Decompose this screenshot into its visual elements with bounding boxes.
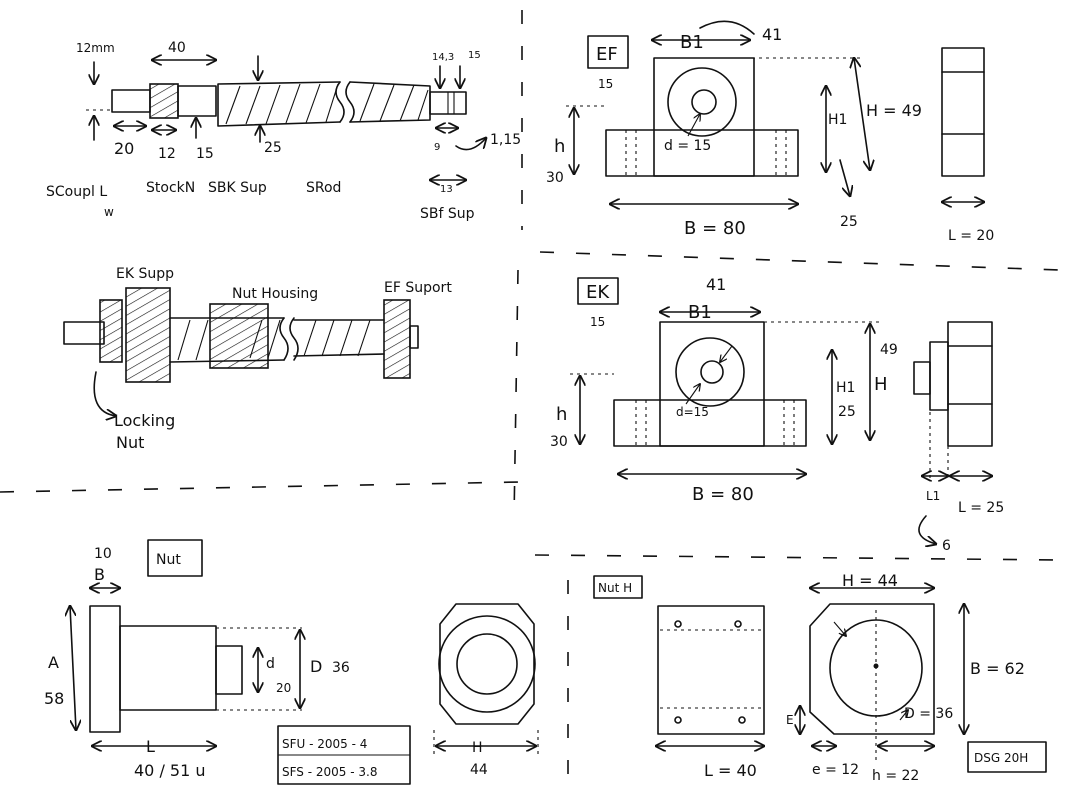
ek-h1-label: H1 xyxy=(836,380,855,396)
ef-b-label: B = 80 xyxy=(684,218,746,239)
nut-panel: Nut 10 B A 58 d 20 D 36 L 40 / 51 u SFU … xyxy=(44,539,539,785)
assembly-panel: EK Supp Nut Housing EF Suport Locking Nu… xyxy=(63,266,452,452)
nut-l-value: 40 / 51 u xyxy=(134,761,206,780)
nut-model-sfs: SFS - 2005 - 3.8 xyxy=(282,765,377,779)
ef-l-label: L = 20 xyxy=(948,228,994,244)
nut-d-value: 20 xyxy=(276,681,291,695)
ef-h-total: H = 49 xyxy=(866,101,922,120)
ek-h-total-value: 49 xyxy=(880,342,898,358)
ek-d-label: d=15 xyxy=(676,405,709,419)
section-dividers xyxy=(0,10,1061,790)
ef-h1-label: H1 xyxy=(828,112,847,128)
ek-h-label: h xyxy=(556,404,567,425)
ek-b1-value: 41 xyxy=(706,275,726,294)
shaft-dim-15: 15 xyxy=(196,146,214,162)
shaft-label-coupling: SCoupl L xyxy=(46,184,107,200)
assembly-label-nut: Nut xyxy=(116,433,144,452)
ek-l1-label: L1 xyxy=(926,489,940,503)
ef-h-label: h xyxy=(554,136,565,157)
nut-a-label: A xyxy=(48,653,59,672)
nut-big-d-label: D xyxy=(310,657,322,676)
ek-h1-value: 25 xyxy=(838,404,856,420)
nut-model-sfu: SFU - 2005 - 4 xyxy=(282,737,367,751)
ef-b1-value: 41 xyxy=(762,25,782,44)
ef-h-value: 30 xyxy=(546,170,564,186)
ek-note-6: 6 xyxy=(942,538,951,554)
shaft-label-stock-nut: StockN xyxy=(146,180,195,196)
assembly-label-nut-housing: Nut Housing xyxy=(232,286,318,302)
shaft-dim-15-top: 15 xyxy=(468,50,481,61)
ef-sub-15: 15 xyxy=(598,77,613,91)
shaft-dim-9: 9 xyxy=(434,142,440,153)
shaft-label-sbk-support: SBK Sup xyxy=(208,180,267,196)
ef-title: EF xyxy=(596,44,618,65)
ek-d-h-value: 30 xyxy=(550,434,568,450)
nut-housing-panel: Nut H L = 40 H = 44 B = 62 D = 36 E e = … xyxy=(593,571,1047,784)
ek-title: EK xyxy=(586,282,610,303)
nut-h-d-label: D = 36 xyxy=(904,706,953,722)
nut-h-model: DSG 20H xyxy=(974,751,1028,765)
nut-a-value: 58 xyxy=(44,689,64,708)
shaft-label-w: w xyxy=(104,205,114,219)
shaft-dim-12mm: 12mm xyxy=(76,41,115,55)
nut-title: Nut xyxy=(156,552,181,568)
ef-h1-value: 25 xyxy=(840,214,858,230)
shaft-dim-13: 13 xyxy=(440,184,453,195)
nut-h-h-value: h = 22 xyxy=(872,768,919,784)
shaft-dim-14-3: 14,3 xyxy=(432,52,454,63)
assembly-label-ef-support: EF Suport xyxy=(384,280,452,296)
nut-b-label: B xyxy=(94,565,105,584)
ek-b-label: B = 80 xyxy=(692,484,754,505)
ef-support-panel: EF 15 B1 41 h 30 d = 15 H1 H = 49 25 B =… xyxy=(546,20,994,244)
nut-big-d-value: 36 xyxy=(332,660,350,676)
nut-h-l-label: L = 40 xyxy=(704,761,757,780)
ef-b1: B1 xyxy=(680,32,704,53)
nut-dim-10: 10 xyxy=(94,546,112,562)
assembly-label-ek-supp: EK Supp xyxy=(116,266,174,282)
ek-support-panel: EK 15 41 B1 h 30 d=15 H1 25 49 H B = 80 xyxy=(550,275,1004,554)
nut-h-label: H xyxy=(472,740,483,756)
nut-h-value: 44 xyxy=(470,762,488,778)
ek-b1: B1 xyxy=(688,302,712,323)
ek-l-label: L = 25 xyxy=(958,500,1004,516)
ef-d-label: d = 15 xyxy=(664,138,711,154)
shaft-label-sbf-support: SBf Sup xyxy=(420,206,475,222)
ek-h-total-label: H xyxy=(874,374,888,395)
shaft-label-rod: SRod xyxy=(306,180,341,196)
ek-sub-15: 15 xyxy=(590,315,605,329)
shaft-dim-20: 20 xyxy=(114,139,134,158)
shaft-dim-1-15: 1,15 xyxy=(490,132,521,148)
nut-h-b-label: B = 62 xyxy=(970,659,1025,678)
nut-d-label: d xyxy=(266,656,275,672)
shaft-panel: 12mm 40 20 12 15 25 14,3 15 9 13 1,15 SC… xyxy=(46,40,521,222)
shaft-dim-25: 25 xyxy=(264,140,282,156)
nut-h-e-value: e = 12 xyxy=(812,762,859,778)
assembly-label-locking: Locking xyxy=(114,411,175,430)
shaft-dim-40: 40 xyxy=(168,40,186,56)
nut-h-e-label: E xyxy=(786,713,794,727)
nut-h-title: Nut H xyxy=(598,581,632,595)
nut-h-h-label: H = 44 xyxy=(842,571,898,590)
nut-l-label: L xyxy=(146,737,155,756)
shaft-dim-12: 12 xyxy=(158,146,176,162)
